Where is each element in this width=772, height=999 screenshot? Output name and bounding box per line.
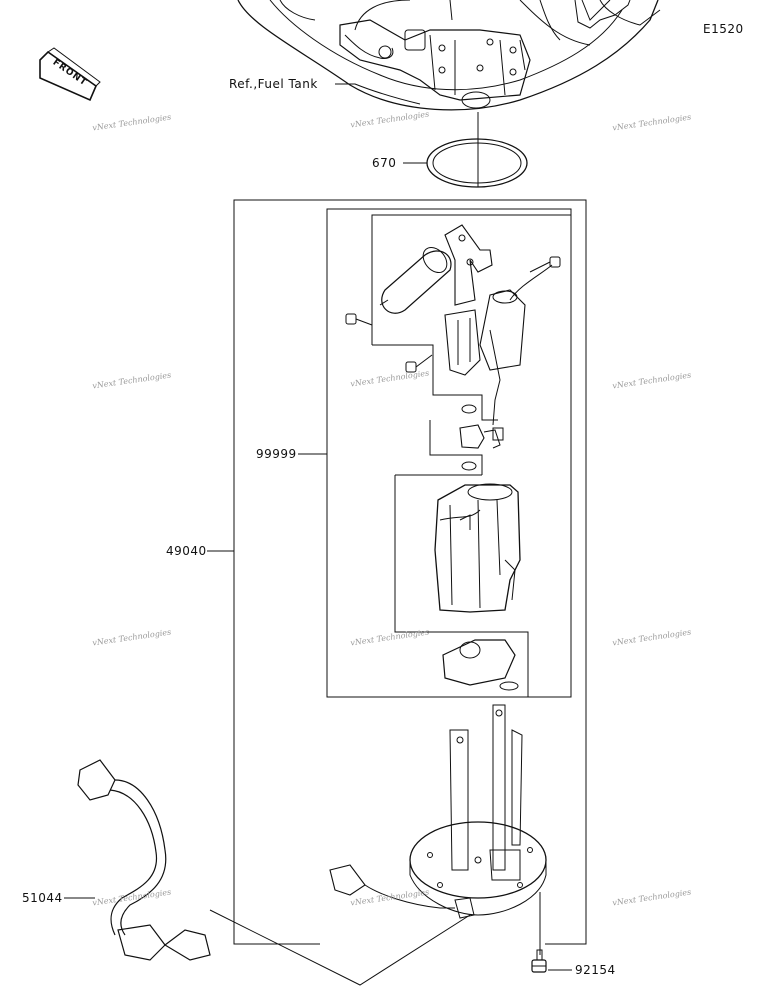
o-ring [426, 138, 528, 188]
bolt [531, 949, 547, 973]
ref-label: Ref.,Fuel Tank [229, 77, 318, 91]
part-label-49040: 49040 [166, 544, 207, 558]
assembly-49040-outline [233, 199, 587, 945]
regulator-bracket [444, 224, 553, 426]
nut-center [405, 354, 433, 373]
nut-left [345, 313, 373, 326]
mount-flange [409, 704, 547, 916]
nut-right [529, 256, 561, 273]
pump-housing [434, 483, 521, 613]
fuel-filter [379, 246, 452, 314]
pressure-valve [459, 424, 504, 449]
fuel-sender [442, 639, 519, 691]
wire-harness [77, 759, 475, 961]
part-label-670: 670 [372, 156, 397, 170]
fuel-tank [237, 0, 661, 111]
assembly-99999-outline [326, 208, 572, 698]
part-label-51044: 51044 [22, 891, 63, 905]
part-label-92154: 92154 [575, 963, 616, 977]
part-label-99999: 99999 [256, 447, 297, 461]
leader-ref [335, 83, 421, 105]
diagram-code: E1520 [703, 22, 744, 36]
front-arrow-icon [39, 47, 101, 102]
